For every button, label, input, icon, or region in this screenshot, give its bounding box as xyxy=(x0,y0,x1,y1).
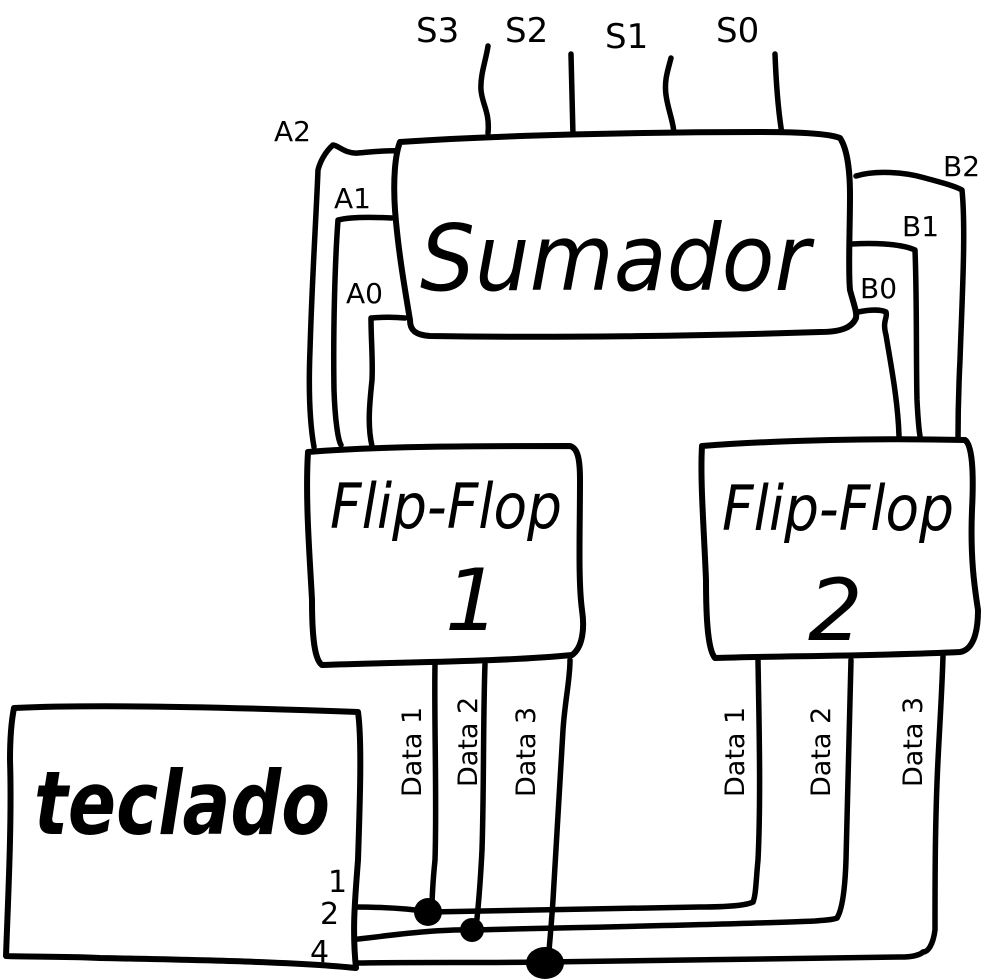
wire-b2 xyxy=(853,169,967,443)
flipflop1-number: 1 xyxy=(445,551,500,651)
keyboard-pin-2: 2 xyxy=(320,897,339,932)
bus-pin-4 xyxy=(347,915,840,943)
keyboard-pin-4: 4 xyxy=(310,935,329,970)
label-ff2-data1: Data 1 xyxy=(720,707,751,797)
wire-s3 xyxy=(478,43,492,136)
b-wires xyxy=(849,169,967,443)
label-ff2-data3: Data 3 xyxy=(898,697,929,787)
flipflop1-block[interactable]: Flip-Flop 1 xyxy=(304,443,587,668)
flipflop1-label: Flip-Flop xyxy=(330,470,562,543)
wire-s1 xyxy=(662,55,677,136)
wire-ff1-data1 xyxy=(429,661,439,913)
ff2-data-labels: Data 1 Data 2 Data 3 xyxy=(720,697,929,797)
label-ff1-data2: Data 2 xyxy=(453,697,484,787)
output-wires xyxy=(478,43,785,139)
label-s2: S2 xyxy=(505,11,548,51)
wire-ff1-data2 xyxy=(473,661,488,931)
output-labels: S3 S2 S1 S0 xyxy=(416,11,759,57)
flipflop2-box xyxy=(698,436,981,661)
keyboard-box xyxy=(3,703,364,971)
label-s3: S3 xyxy=(416,11,459,51)
bus-pin-2 xyxy=(350,899,756,915)
junction-dot-1 xyxy=(414,898,442,926)
label-b0: B0 xyxy=(860,272,897,305)
bus-pin-bottom xyxy=(354,949,926,966)
wire-b1 xyxy=(849,240,923,439)
label-ff2-data2: Data 2 xyxy=(806,707,837,797)
keyboard-bus-wires xyxy=(347,899,926,966)
flipflop1-box xyxy=(304,443,587,668)
wire-ff1-data3 xyxy=(545,657,573,965)
ff1-data-labels: Data 1 Data 2 Data 3 xyxy=(397,697,542,797)
junction-dots xyxy=(414,898,564,979)
label-a1: A1 xyxy=(334,182,371,215)
flipflop2-block[interactable]: Flip-Flop 2 xyxy=(698,436,981,661)
wire-a1 xyxy=(330,214,395,448)
ff2-data-wires xyxy=(750,653,946,955)
label-b2: B2 xyxy=(943,150,980,183)
adder-label: Sumador xyxy=(420,205,815,312)
label-a2: A2 xyxy=(274,115,311,148)
wire-s2 xyxy=(568,51,576,139)
wire-ff2-data2 xyxy=(834,657,854,921)
flipflop2-number: 2 xyxy=(808,561,863,661)
wire-a0 xyxy=(366,314,408,449)
a-wires xyxy=(306,142,408,450)
label-s0: S0 xyxy=(716,11,759,51)
keyboard-pin-1: 1 xyxy=(328,865,347,900)
label-ff1-data1: Data 1 xyxy=(397,707,428,797)
keyboard-label: teclado xyxy=(34,752,330,855)
wire-s0 xyxy=(772,51,785,137)
label-ff1-data3: Data 3 xyxy=(511,707,542,797)
wire-b0 xyxy=(855,307,902,439)
junction-dot-2 xyxy=(460,918,484,942)
wire-a2 xyxy=(306,142,405,450)
b-labels: B2 B1 B0 xyxy=(860,150,980,305)
wire-ff2-data1 xyxy=(750,657,763,905)
wire-ff2-data3 xyxy=(920,653,946,955)
label-a0: A0 xyxy=(346,277,383,310)
a-labels: A2 A1 A0 xyxy=(274,115,383,310)
junction-dot-3 xyxy=(526,947,564,979)
keyboard-block[interactable]: teclado 1 2 4 xyxy=(3,703,364,971)
label-s1: S1 xyxy=(605,17,648,57)
label-b1: B1 xyxy=(902,210,939,243)
adder-block[interactable]: Sumador xyxy=(391,129,860,340)
adder-box xyxy=(391,129,860,340)
flipflop2-label: Flip-Flop xyxy=(722,472,954,545)
